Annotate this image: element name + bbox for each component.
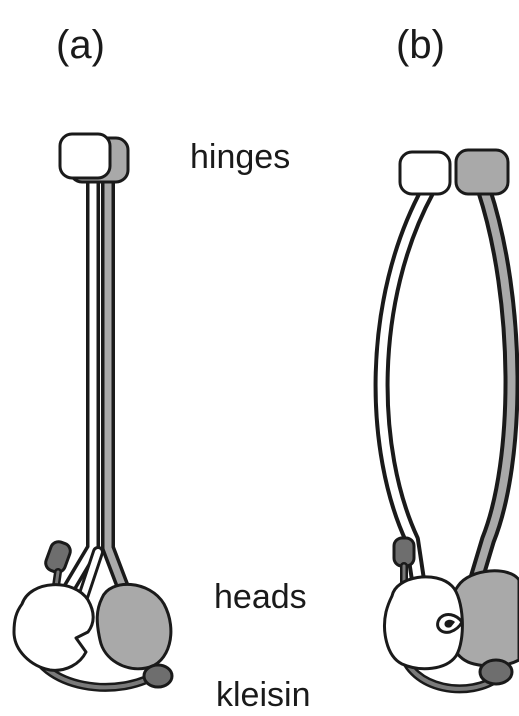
grey-head-a — [97, 584, 171, 668]
panel-b-smc-complex — [382, 150, 519, 689]
panel-a-smc-complex — [14, 134, 172, 687]
grey-hinge-b — [456, 150, 508, 194]
white-coil-a — [68, 178, 93, 590]
kleisin-domain-b — [480, 660, 512, 684]
kleisin-end-b — [394, 538, 414, 566]
white-hinge-b — [400, 152, 450, 194]
white-hinge-a — [60, 134, 110, 178]
kleisin-label: kleisin — [216, 676, 310, 714]
panel-label-a: (a) — [56, 23, 105, 67]
hinges-label: hinges — [190, 138, 290, 176]
white-head-a — [14, 585, 93, 671]
kleisin-domain-a — [144, 665, 172, 687]
heads-label: heads — [214, 578, 307, 616]
panel-label-b: (b) — [396, 23, 445, 67]
